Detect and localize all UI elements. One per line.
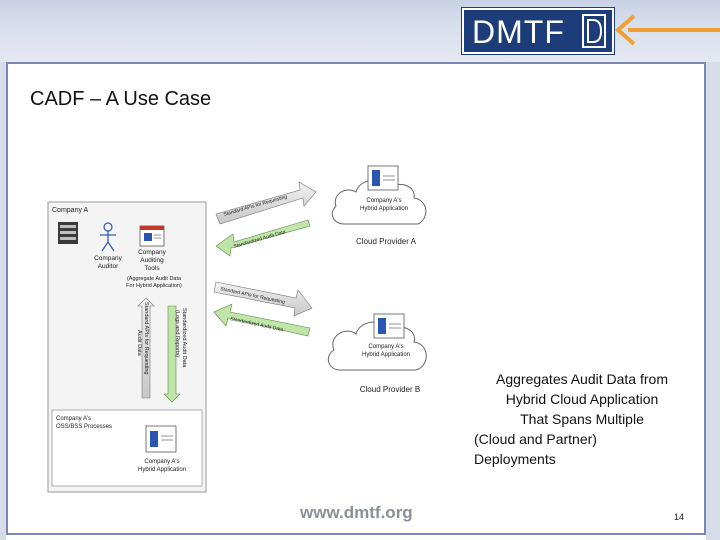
caption: Aggregates Audit Data from Hybrid Cloud … <box>474 369 690 469</box>
cloud-a-app-label-1: Company A's <box>366 198 401 204</box>
oss-box <box>51 409 203 487</box>
oss-label-2: OSS/BSS Processes <box>56 424 112 430</box>
auditor-icon <box>100 222 116 252</box>
tools-note-2: For Hybrid Application) <box>126 283 182 289</box>
company-a-label: Company A <box>52 207 89 214</box>
use-case-diagram: Company A Company Auditor Company Auditi… <box>47 165 427 493</box>
tools-label-2: Auditing <box>140 257 164 264</box>
vertical-request-label-2: Audit Data <box>136 330 142 357</box>
tools-label-3: Tools <box>144 265 160 272</box>
auditing-tools-icon <box>139 225 165 247</box>
cloud-b-app-icon <box>373 313 405 339</box>
slide-title: CADF – A Use Case <box>30 88 212 110</box>
oss-app-label-1: Company A's <box>144 459 179 465</box>
oss-app-icon <box>145 425 177 453</box>
cloud-a-app-icon <box>367 165 399 191</box>
cloud-b-app-label-1: Company A's <box>368 344 403 350</box>
cloud-a-data-arrow: Standardized Audit Data <box>215 219 311 257</box>
cloud-b-app-label-2: Hybrid Application <box>362 352 410 358</box>
vertical-request-arrow: Standard APIs for Requesting Audit Data <box>136 297 155 399</box>
left-strip <box>0 62 6 540</box>
vertical-data-label-2: (Logs and Reports) <box>174 310 180 357</box>
vertical-data-arrow: Standardized Audit Data (Logs and Report… <box>163 305 187 403</box>
caption-line-2: Hybrid Cloud Application <box>505 391 659 407</box>
cloud-a-provider: Cloud Provider A <box>356 237 417 246</box>
vertical-data-label-1: Standardized Audit Data <box>181 308 187 368</box>
caption-line-5: Deployments <box>474 451 556 467</box>
oss-label-1: Company A's <box>56 416 91 422</box>
server-icon <box>58 222 78 244</box>
dmtf-logo: DMTF <box>462 8 614 54</box>
right-strip <box>706 62 720 540</box>
tools-label-1: Company <box>138 249 167 256</box>
logo-d-icon <box>582 14 606 48</box>
vertical-request-label-1: Standard APIs for Requesting <box>143 302 149 374</box>
cloud-a-app-label-2: Hybrid Application <box>360 206 408 212</box>
auditor-label-1: Company <box>94 255 123 262</box>
logo-arrow-icon <box>614 14 720 46</box>
oss-app-label-2: Hybrid Application <box>138 467 186 473</box>
tools-note-1: (Aggregate Audit Data <box>127 276 182 282</box>
auditor-label-2: Auditor <box>98 263 119 270</box>
cloud-b-provider: Cloud Provider B <box>360 385 420 394</box>
footer-url[interactable]: www.dmtf.org <box>300 503 413 522</box>
cloud-a-data-label: Standardized Audit Data <box>233 229 287 250</box>
caption-line-4: (Cloud and Partner) <box>474 431 597 447</box>
cloud-a-request-arrow: Standard APIs for Requesting <box>215 181 317 225</box>
page-number: 14 <box>674 512 685 522</box>
caption-line-1: Aggregates Audit Data from <box>496 371 668 387</box>
caption-line-3: That Spans Multiple <box>520 411 644 427</box>
logo-text: DMTF <box>472 14 565 50</box>
